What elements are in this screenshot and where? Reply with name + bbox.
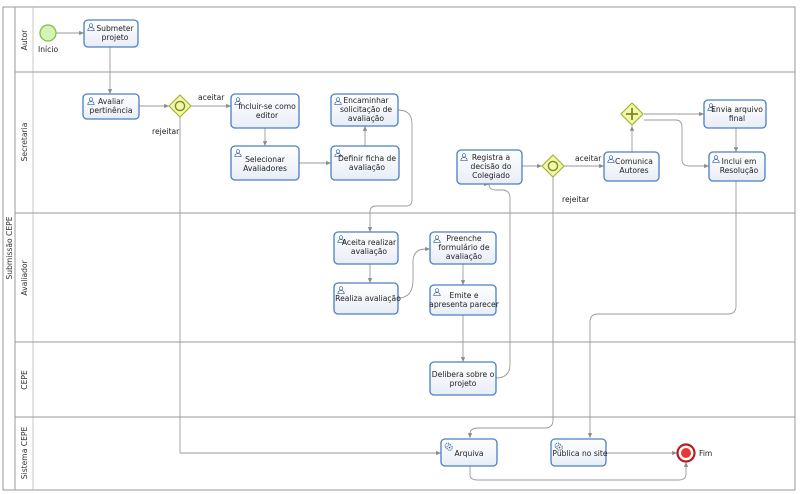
lane-autor: Autor (15, 29, 795, 73)
flow-encaminhar-aceita (367, 109, 413, 232)
lane-label-secretaria: Secretaria (20, 123, 29, 162)
flow-arquiva-fim (469, 462, 689, 481)
task-label: Arquiva (454, 449, 483, 458)
flow-label-aceitar-1: aceitar (198, 93, 225, 102)
exclusive-gateway-pertinencia[interactable] (168, 94, 192, 118)
end-event-label: Fim (699, 449, 712, 458)
start-event-label: Início (38, 45, 58, 54)
flow-gw3-inclui (644, 119, 709, 169)
flow-delibera-registra (486, 183, 511, 379)
flow-label-rejeitar-2: rejeitar (562, 195, 590, 204)
flow-gw1-arquiva (179, 117, 441, 456)
task-label: Realiza avaliação (335, 294, 401, 303)
lane-label-cepe: CEPE (20, 370, 29, 390)
lane-cepe: CEPE (15, 370, 795, 418)
exclusive-gateway-decisao[interactable] (541, 154, 565, 178)
flow-inclui-publica (587, 181, 737, 438)
start-event[interactable]: Início (38, 24, 58, 54)
lane-secretaria: Secretaria (15, 123, 795, 214)
lane-avaliador: Avaliador (15, 259, 795, 343)
flow-realiza-preenche (397, 246, 430, 299)
flow-label-rejeitar-1: rejeitar (152, 127, 180, 136)
parallel-gateway[interactable] (620, 102, 644, 126)
task-publica-no-site[interactable]: Publica no site (550, 438, 608, 467)
end-event[interactable]: Fim (676, 443, 713, 463)
task-arquiva[interactable]: Arquiva (440, 438, 498, 467)
sequence-flows (56, 30, 739, 481)
lane-label-avaliador: Avaliador (20, 259, 29, 295)
lane-label-sistema: Sistema CEPE (20, 427, 29, 480)
pool-label: Submissão CEPE (5, 216, 14, 279)
lane-label-autor: Autor (20, 29, 29, 51)
pool: Submissão CEPE (2, 6, 796, 491)
task-realiza-avaliacao[interactable]: Realiza avaliação (333, 282, 401, 315)
flow-label-aceitar-2: aceitar (575, 154, 602, 163)
task-label: Publica no site (552, 449, 607, 458)
flow-gw2-arquiva (467, 177, 554, 438)
lane-sistema: Sistema CEPE (20, 427, 29, 480)
